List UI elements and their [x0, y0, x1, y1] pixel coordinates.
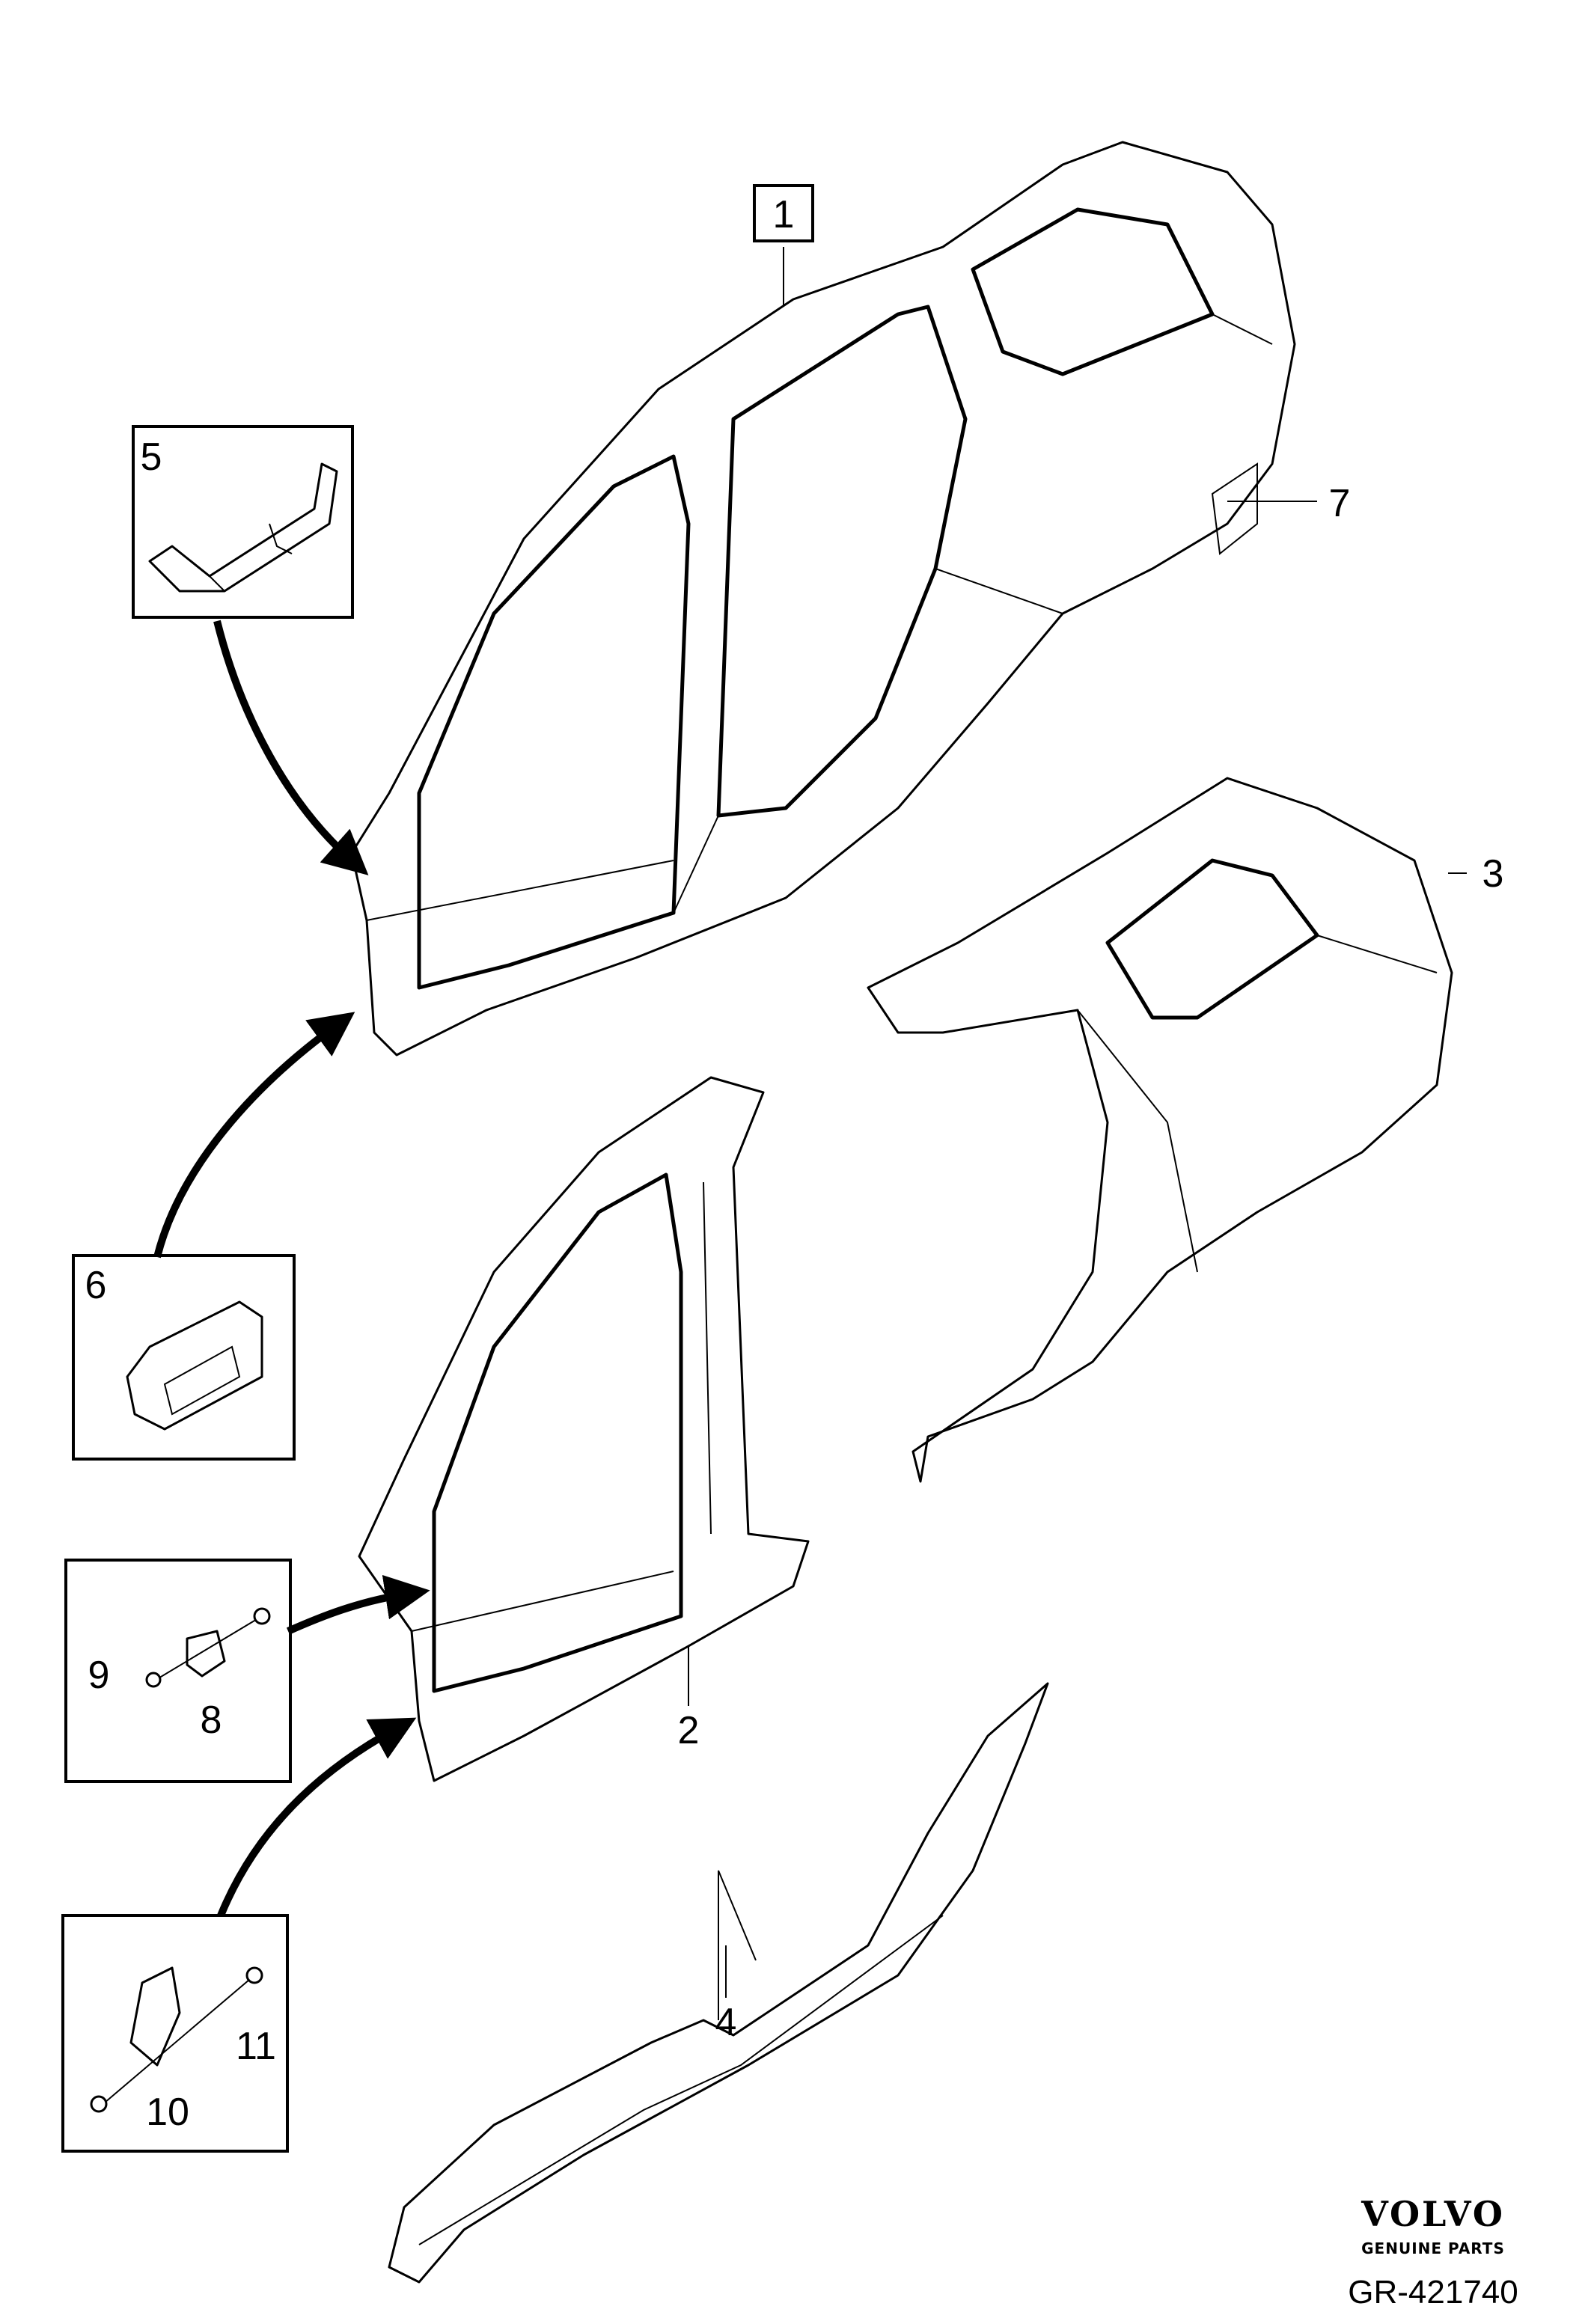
rear-quarter-panel-part-3 — [867, 777, 1453, 1483]
inset-box-parts-10-11 — [61, 1914, 289, 2153]
arrow-8-to-part-2 — [286, 1574, 430, 1635]
callout-1-box — [753, 184, 814, 242]
body-side-panel-part-1 — [350, 141, 1296, 1056]
arrow-5-to-body — [213, 620, 369, 875]
callout-1: 1 — [773, 193, 795, 236]
callout-3: 3 — [1482, 852, 1504, 896]
callout-6: 6 — [85, 1264, 107, 1307]
callout-10: 10 — [146, 2091, 189, 2134]
arrow-6-to-body — [153, 1012, 355, 1259]
callout-5: 5 — [141, 435, 162, 479]
callout-8: 8 — [201, 1698, 222, 1742]
callout-7: 7 — [1329, 482, 1351, 525]
genuine-parts-text: GENUINE PARTS — [1361, 2239, 1505, 2257]
reference-number: GR-421740 — [1348, 2274, 1518, 2311]
inset-box-part-6 — [72, 1254, 296, 1461]
sill-part-4 — [388, 1682, 1049, 2284]
callout-11: 11 — [236, 2025, 276, 2068]
front-body-side-part-2 — [358, 1076, 810, 1782]
inset-box-parts-8-9 — [64, 1559, 292, 1783]
callout-4: 4 — [715, 2001, 737, 2044]
inset-box-part-5 — [132, 425, 354, 619]
callout-9: 9 — [88, 1654, 110, 1697]
arrow-10-to-part-2 — [217, 1717, 417, 1917]
callout-2: 2 — [678, 1709, 700, 1752]
volvo-logo-text: VOLVO — [1361, 2194, 1505, 2234]
